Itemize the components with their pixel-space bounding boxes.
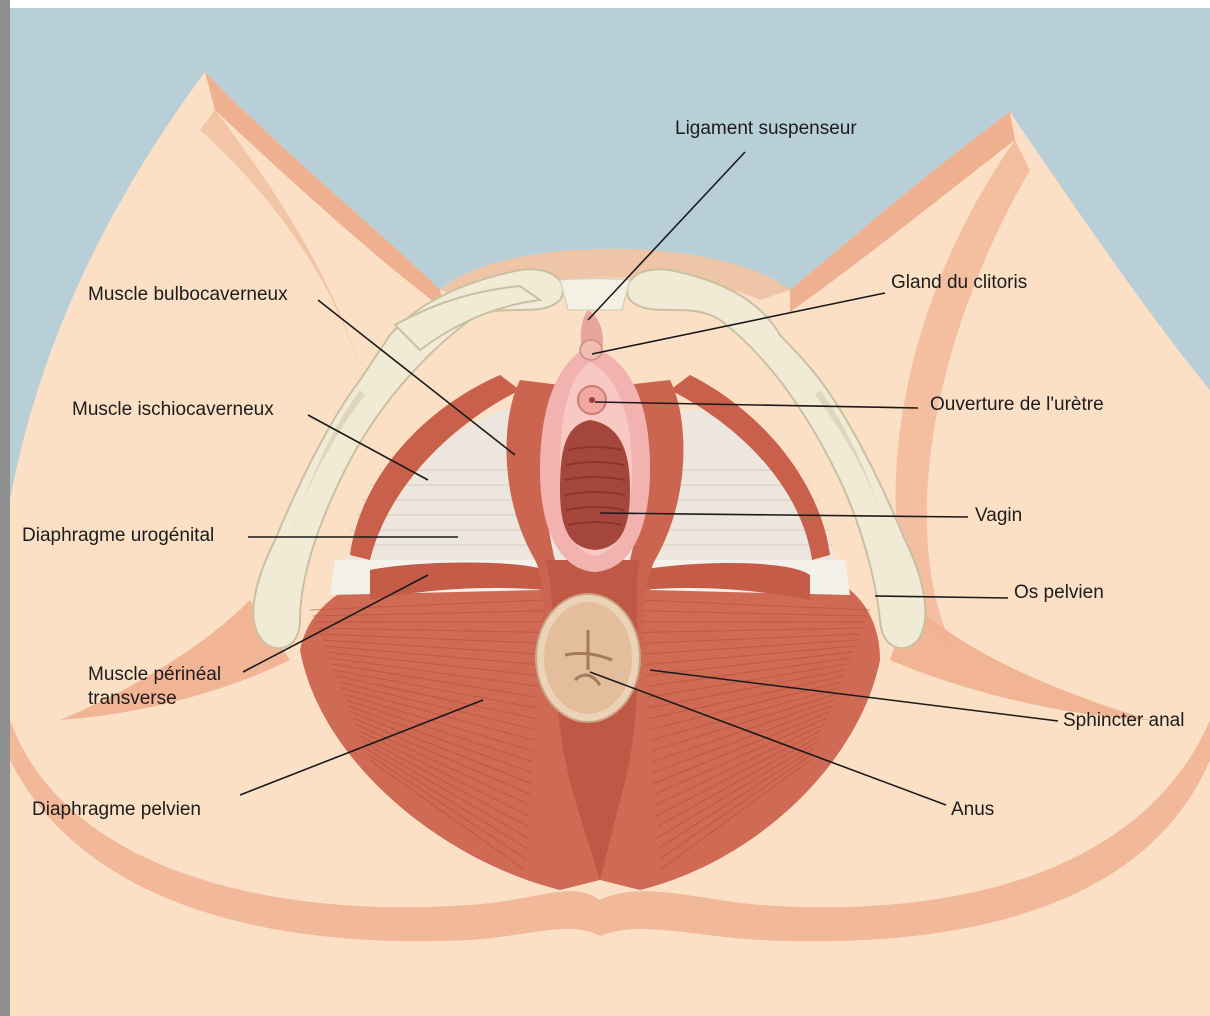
pubic-symphysis xyxy=(560,279,630,311)
label-diaphragme-pelvien: Diaphragme pelvien xyxy=(32,799,201,820)
label-diaphragme-urogenital: Diaphragme urogénital xyxy=(22,525,214,546)
label-muscle-ischiocaverneux: Muscle ischiocaverneux xyxy=(72,399,274,420)
label-muscle-bulbocaverneux: Muscle bulbocaverneux xyxy=(88,284,288,305)
label-anus: Anus xyxy=(951,799,994,820)
label-ligament-suspenseur: Ligament suspenseur xyxy=(675,118,857,139)
label-os-pelvien: Os pelvien xyxy=(1014,582,1104,603)
label-muscle-perineal-line2: transverse xyxy=(88,688,177,709)
label-sphincter-anal: Sphincter anal xyxy=(1063,710,1184,731)
urethral-opening-center xyxy=(589,397,595,403)
label-gland-clitoris: Gland du clitoris xyxy=(891,272,1027,293)
label-muscle-perineal-line1: Muscle périnéal xyxy=(88,664,221,685)
top-border xyxy=(0,0,1210,8)
label-vagin: Vagin xyxy=(975,505,1022,526)
clitoral-glans xyxy=(580,340,602,360)
vaginal-opening xyxy=(560,420,630,550)
left-edge-strip xyxy=(0,0,10,1016)
label-ouverture-uretre: Ouverture de l'urètre xyxy=(930,394,1104,415)
